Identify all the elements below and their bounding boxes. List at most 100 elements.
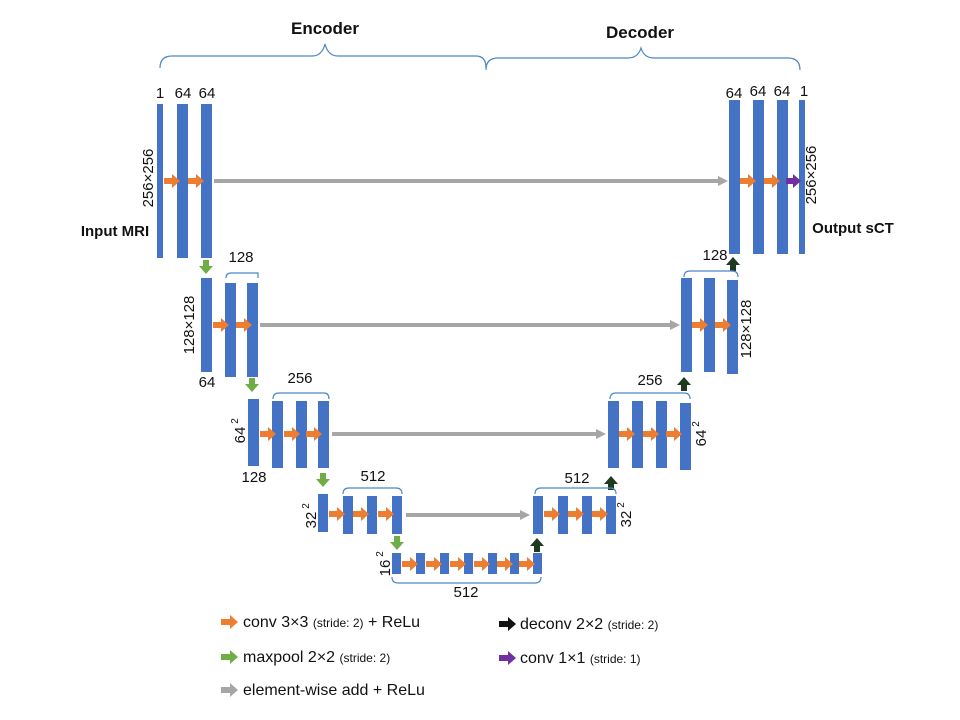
maxpool-arrow [245, 378, 259, 392]
block [533, 496, 543, 534]
svg-text:64: 64 [693, 430, 710, 447]
conv-legend-arrow [221, 615, 238, 629]
conv-arrow [306, 427, 322, 441]
skip-connection-1 [214, 176, 728, 186]
enc3-channels: 256 [287, 370, 312, 387]
block [608, 401, 619, 468]
maxpool-arrow [390, 536, 404, 550]
conv1x1-arrow [786, 174, 801, 188]
decoder-level-4 [533, 496, 616, 534]
maxpool-arrow [316, 473, 330, 487]
svg-text:2: 2 [691, 421, 702, 427]
decoder-brace [485, 45, 801, 71]
block [392, 496, 402, 534]
conv-arrow [643, 427, 659, 441]
conv-arrow [692, 318, 708, 332]
skip-connection-3 [332, 429, 606, 439]
dec2-size-label: 128×128 [738, 300, 755, 359]
block [488, 553, 497, 574]
dec1-conv2-channels: 64 [750, 83, 767, 100]
conv-arrow [213, 318, 229, 332]
block [225, 283, 236, 377]
channel-brace [534, 487, 617, 495]
conv1x1-legend-arrow [499, 651, 516, 665]
maxpool-arrows [199, 260, 404, 550]
conv-arrow [474, 557, 490, 571]
legend-conv: conv 3×3 (stride: 2) + ReLu [221, 614, 420, 631]
encoder-level-2 [201, 278, 258, 377]
bottleneck-level-5 [392, 553, 542, 574]
encoder-brace [159, 43, 487, 69]
block [201, 104, 212, 258]
dec1-conv1-channels: 64 [726, 85, 743, 102]
svg-text:2: 2 [375, 551, 386, 557]
block [582, 496, 592, 534]
block [681, 278, 692, 372]
skip-connection-4 [406, 510, 530, 520]
conv-arrow [164, 174, 180, 188]
channel-brace [609, 392, 691, 400]
dec2-channels: 128 [702, 247, 727, 264]
dec4-channels: 512 [564, 470, 589, 487]
conv-arrow [260, 427, 276, 441]
block [177, 104, 188, 258]
decoder-level-2 [681, 278, 738, 374]
enc2-size-label: 128×128 [181, 296, 198, 355]
block [510, 553, 519, 574]
svg-text:element-wise add + ReLu: element-wise add + ReLu [243, 682, 425, 699]
legend-maxpool: maxpool 2×2 (stride: 2) [221, 649, 390, 666]
conv-arrow [592, 507, 608, 521]
conv-arrow [284, 427, 300, 441]
maxpool-arrow [199, 260, 213, 274]
dec3-channels: 256 [637, 372, 662, 389]
block [606, 496, 616, 534]
svg-text:64: 64 [232, 427, 249, 444]
conv-arrow [450, 557, 466, 571]
enc1-conv2-channels: 64 [199, 85, 216, 102]
block [799, 100, 805, 254]
conv-arrows [164, 174, 780, 571]
channel-brace [225, 272, 259, 279]
output-channels-label: 1 [800, 83, 808, 100]
block [656, 401, 667, 468]
block [753, 100, 764, 254]
skip-connections [214, 176, 728, 520]
block [704, 278, 715, 372]
block [440, 553, 449, 574]
enc3-in-channels: 128 [241, 469, 266, 486]
svg-text:maxpool 2×2 (stride: 2): maxpool 2×2 (stride: 2) [243, 649, 390, 666]
conv-arrow [497, 557, 513, 571]
conv-arrow [568, 507, 584, 521]
enc2-in-channels: 64 [199, 374, 216, 391]
channel-brace [391, 576, 542, 584]
block [247, 283, 258, 377]
conv-arrow [715, 318, 731, 332]
svg-text:16: 16 [377, 560, 394, 577]
legend: conv 3×3 (stride: 2) + ReLu maxpool 2×2 … [221, 614, 658, 699]
block [157, 104, 163, 258]
conv-arrow [426, 557, 442, 571]
bottleneck-channels: 512 [453, 584, 478, 601]
block [248, 399, 259, 466]
deconv-arrow [530, 538, 544, 552]
conv-arrow [544, 507, 560, 521]
block [201, 278, 212, 372]
maxpool-legend-arrow [221, 650, 238, 664]
svg-text:conv 1×1 (stride: 1): conv 1×1 (stride: 1) [520, 650, 641, 667]
channel-brace [683, 270, 739, 278]
conv-arrow [666, 427, 682, 441]
block [416, 553, 425, 574]
conv-arrow [329, 507, 345, 521]
enc4-channels: 512 [360, 468, 385, 485]
encoder-level-3 [248, 399, 329, 468]
block [727, 280, 738, 374]
encoder-level-4 [318, 494, 402, 534]
block [558, 496, 568, 534]
block [464, 553, 473, 574]
decoder-level-3 [608, 401, 691, 470]
deconv-arrow [726, 257, 740, 271]
block [777, 100, 788, 254]
svg-text:2: 2 [230, 418, 241, 424]
input-label: Input MRI [81, 223, 149, 240]
legend-deconv: deconv 2×2 (stride: 2) [499, 616, 658, 633]
